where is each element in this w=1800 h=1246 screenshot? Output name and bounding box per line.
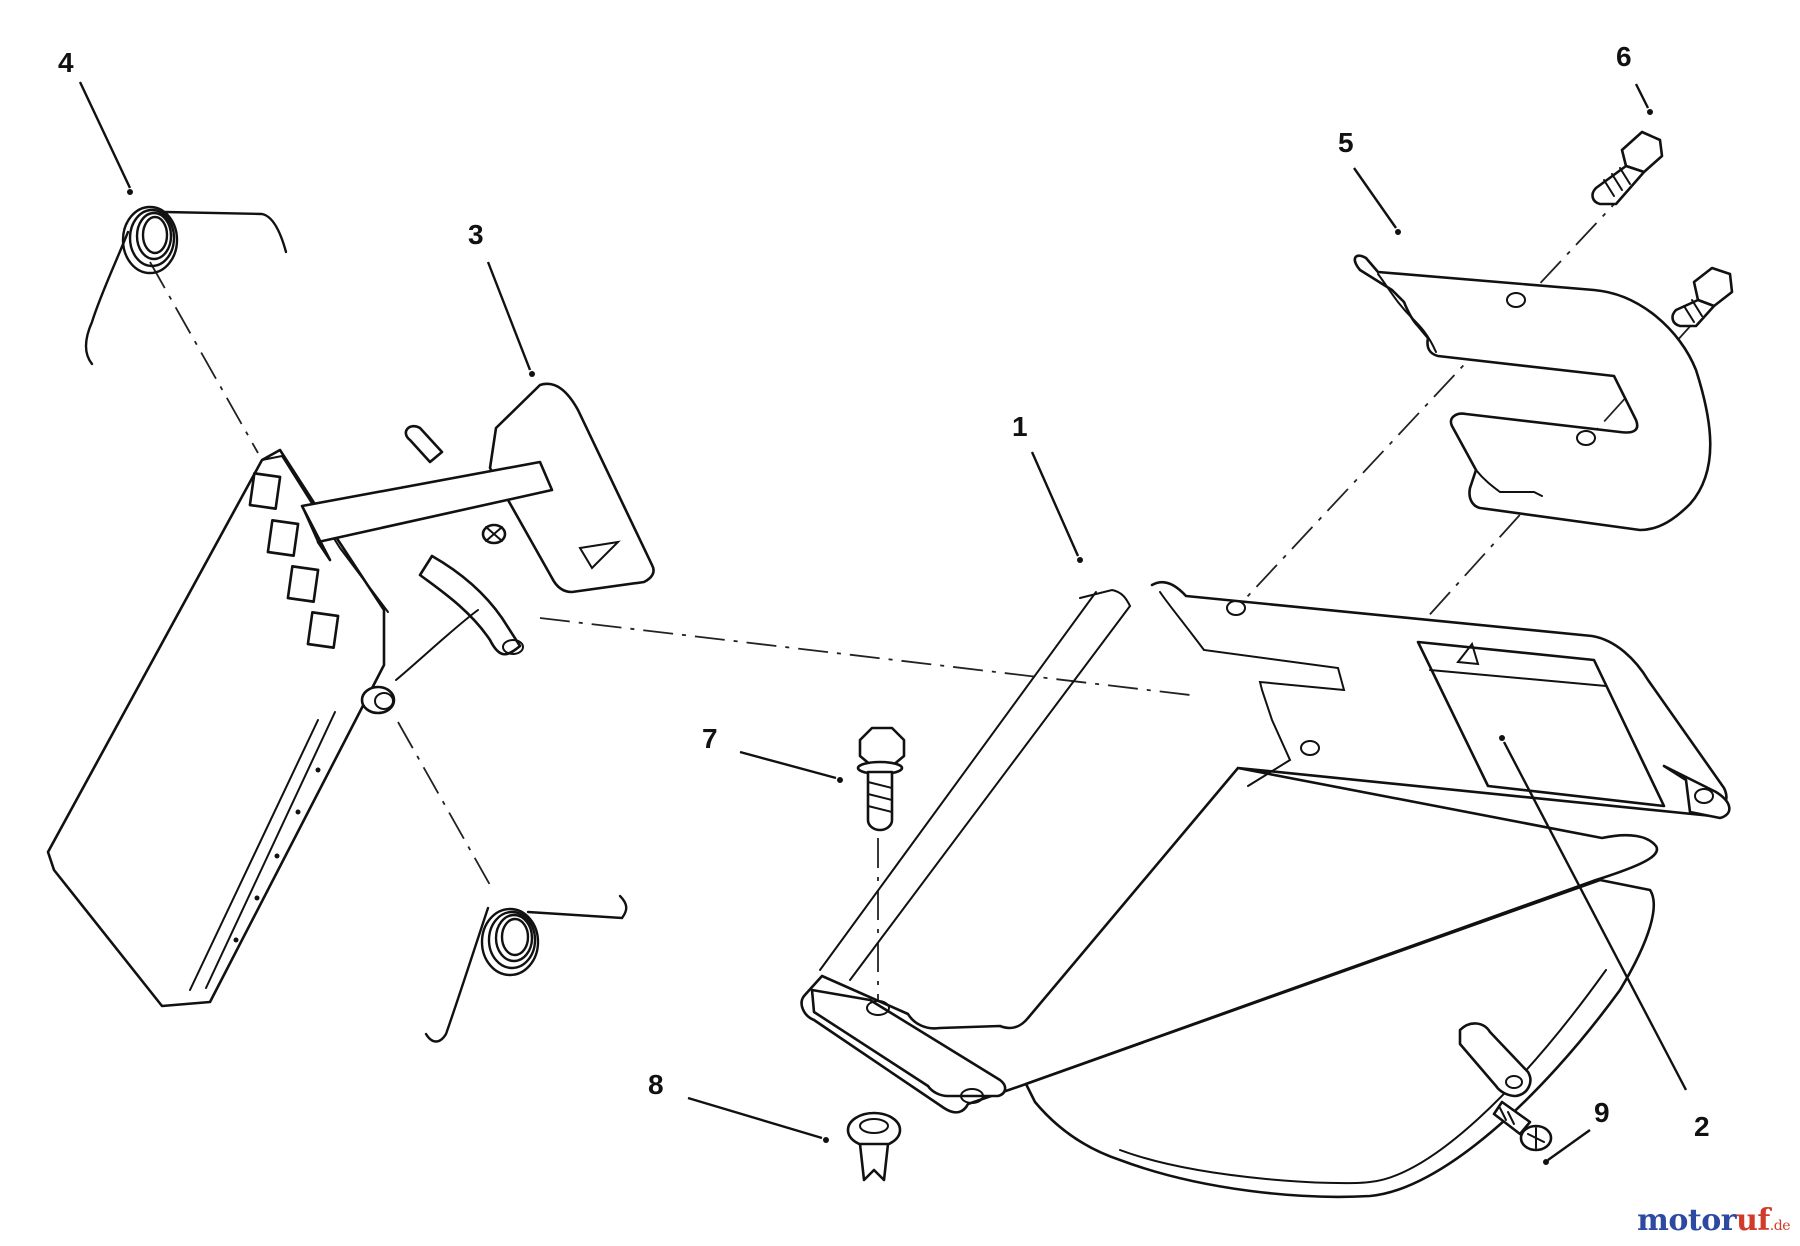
hex-bolt-lower xyxy=(1671,266,1734,328)
callout-1: 1 xyxy=(1012,411,1028,442)
torsion-spring-upper xyxy=(84,205,288,366)
warning-decal xyxy=(1416,640,1666,808)
leader-lines xyxy=(78,81,1688,1165)
flap-door-plate xyxy=(46,448,396,1008)
screw xyxy=(1492,1100,1553,1152)
torsion-spring-lower xyxy=(424,894,628,1043)
hinge-bracket xyxy=(300,382,655,681)
hex-bolt-upper xyxy=(1591,130,1664,206)
watermark-accent: uf xyxy=(1736,1203,1770,1238)
watermark-tld: .de xyxy=(1769,1218,1791,1234)
callout-4: 4 xyxy=(58,47,74,78)
callout-5: 5 xyxy=(1338,127,1354,158)
callout-9: 9 xyxy=(1594,1097,1610,1128)
callout-numbers: 4 3 1 5 6 7 8 9 2 xyxy=(58,41,1710,1142)
watermark-main: motor xyxy=(1637,1203,1737,1238)
push-in-clip xyxy=(846,1111,902,1182)
callout-7: 7 xyxy=(702,723,718,754)
callout-3: 3 xyxy=(468,219,484,250)
watermark-logo: motoruf.de xyxy=(1637,1203,1790,1238)
flange-bolt xyxy=(856,726,906,832)
callout-6: 6 xyxy=(1616,41,1632,72)
callout-2: 2 xyxy=(1694,1111,1710,1142)
callout-8: 8 xyxy=(648,1069,664,1100)
chute-bracket xyxy=(1353,254,1712,532)
